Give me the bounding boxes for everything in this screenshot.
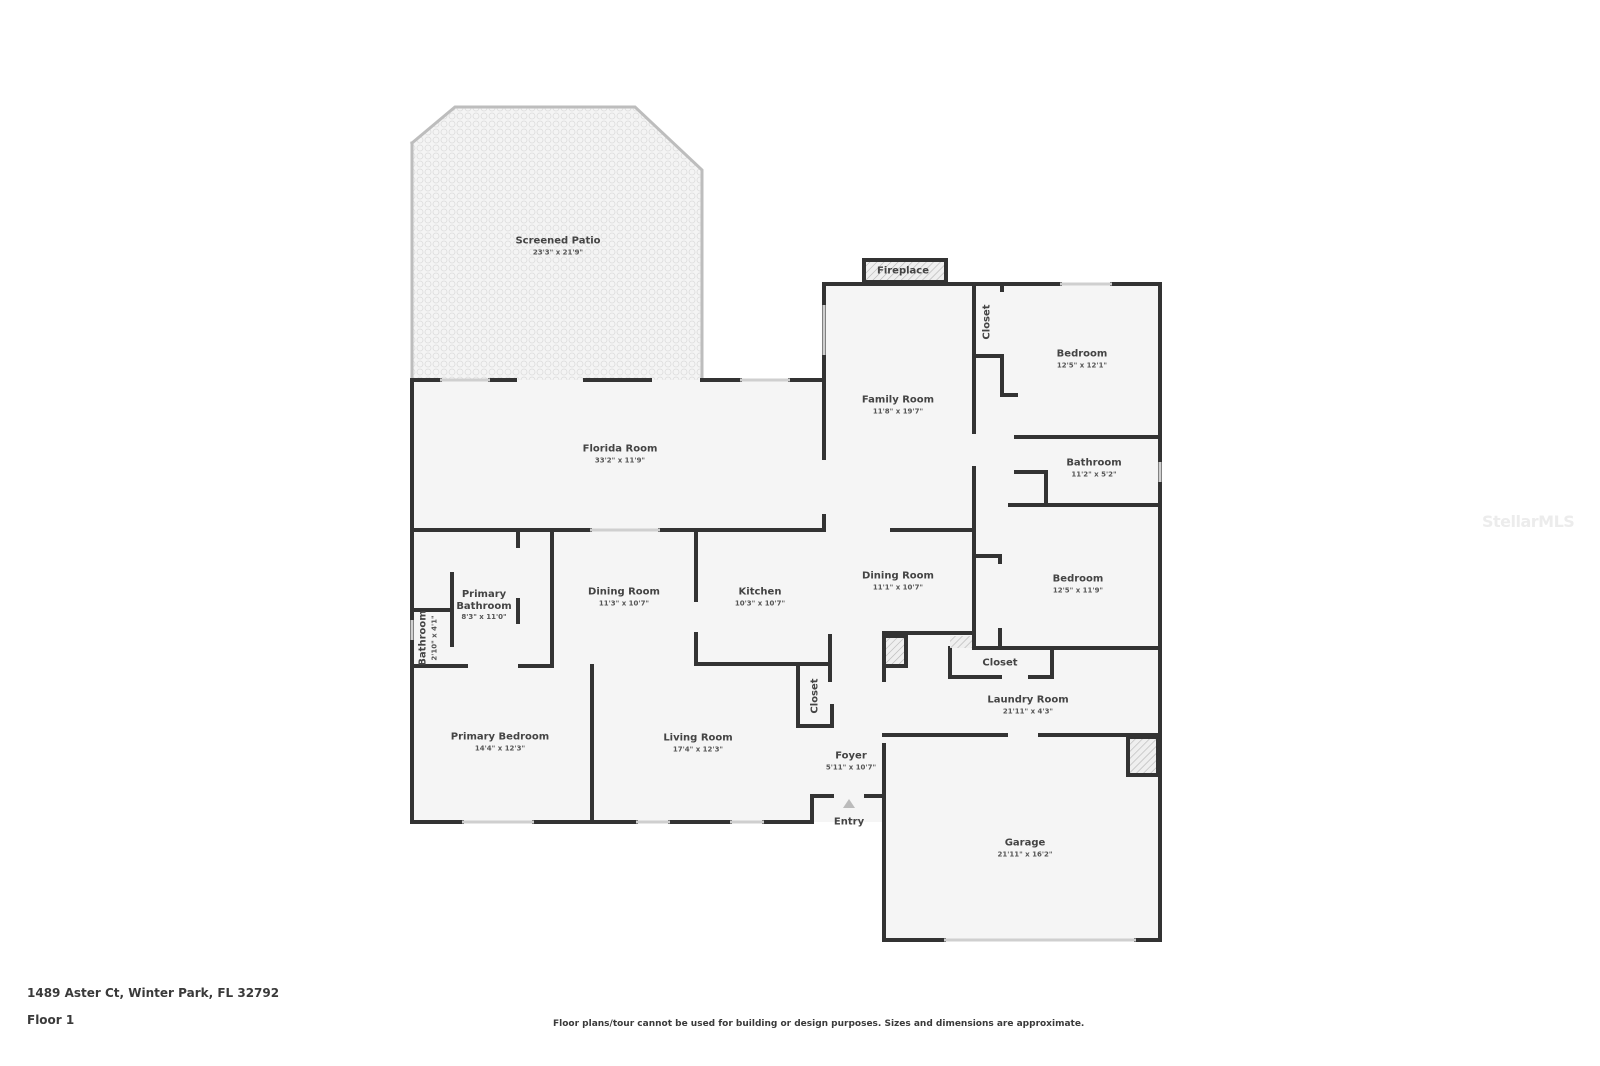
- column-hatch: [950, 636, 972, 648]
- room-primary-bedroom: Primary Bedroom 14'4" x 12'3": [451, 732, 549, 753]
- room-dimensions: 11'2" x 5'2": [1071, 470, 1117, 479]
- room-dimensions: 10'3" x 10'7": [734, 599, 786, 608]
- entry-arrow-icon: [843, 799, 855, 808]
- room-name: Garage: [1004, 837, 1046, 849]
- room-name-line2: Bathroom: [456, 600, 512, 612]
- room-laundry-room: Laundry Room 21'11" x 4'3": [987, 695, 1068, 716]
- room-dimensions: 11'8" x 19'7": [872, 407, 924, 416]
- room-closet-foyer: Closet: [809, 678, 821, 713]
- room-family-room: Family Room 11'8" x 19'7": [862, 395, 934, 416]
- room-dimensions: 14'4" x 12'3": [474, 744, 526, 753]
- hall-floor: [974, 284, 1160, 532]
- room-name: Dining Room: [588, 586, 660, 598]
- room-dining-room-e: Dining Room 11'1" x 10'7": [862, 571, 934, 592]
- middle-floor: [412, 528, 974, 822]
- room-name: Laundry Room: [987, 694, 1069, 706]
- room-closet-laundry: Closet: [982, 657, 1017, 669]
- room-name: Florida Room: [582, 443, 658, 455]
- room-name: Bedroom: [1056, 348, 1108, 360]
- room-name: Fireplace: [876, 265, 930, 277]
- room-fireplace: Fireplace: [877, 265, 929, 277]
- room-dimensions: 5'11" x 10'7": [825, 763, 877, 772]
- room-dimensions: 8'3" x 11'0": [461, 612, 507, 621]
- room-name: Primary Bedroom: [450, 731, 550, 743]
- family-room-floor: [824, 284, 974, 530]
- room-dimensions: 21'11" x 4'3": [1002, 707, 1054, 716]
- room-dimensions: 23'3" x 21'9": [532, 248, 584, 257]
- room-dimensions: 11'1" x 10'7": [872, 583, 924, 592]
- screened-patio-floor: [412, 107, 702, 380]
- water-heater-hatch: [1126, 735, 1160, 777]
- room-name: Closet: [981, 304, 993, 340]
- disclaimer-text: Floor plans/tour cannot be used for buil…: [553, 1019, 1085, 1029]
- room-bedroom-ne: Bedroom 12'5" x 12'1": [1057, 349, 1108, 370]
- room-dimensions: 33'2" x 11'9": [594, 456, 646, 465]
- room-name: Foyer: [835, 750, 867, 762]
- room-dimensions: 17'4" x 12'3": [672, 745, 724, 754]
- room-primary-bathroom: Primary Bathroom 8'3" x 11'0": [456, 589, 511, 621]
- room-name: Bathroom: [417, 610, 429, 666]
- walls: [409, 105, 1162, 942]
- room-kitchen: Kitchen 10'3" x 10'7": [735, 587, 785, 608]
- entry-label: Entry: [833, 816, 865, 828]
- room-dimensions: 2'10" x 4'1": [430, 615, 439, 661]
- room-dimensions: 21'11" x 16'2": [997, 850, 1053, 859]
- room-screened-patio: Screened Patio 23'3" x 21'9": [515, 236, 600, 257]
- room-name: Bathroom: [1066, 457, 1122, 469]
- property-address: 1489 Aster Ct, Winter Park, FL 32792: [27, 986, 280, 1000]
- room-name: Bedroom: [1052, 573, 1104, 585]
- room-name: Kitchen: [738, 586, 782, 598]
- room-name: Closet: [982, 657, 1018, 669]
- room-living-room: Living Room 17'4" x 12'3": [663, 733, 732, 754]
- room-garage: Garage 21'11" x 16'2": [997, 838, 1052, 859]
- room-closet-ne: Closet: [981, 304, 993, 339]
- room-name: Closet: [809, 678, 821, 714]
- floor-label: Floor 1: [27, 1013, 75, 1027]
- room-dimensions: 12'5" x 11'9": [1052, 586, 1104, 595]
- room-bathroom-e: Bathroom 11'2" x 5'2": [1066, 458, 1121, 479]
- room-dining-room-w: Dining Room 11'3" x 10'7": [588, 587, 660, 608]
- room-florida-room: Florida Room 33'2" x 11'9": [583, 444, 658, 465]
- room-foyer: Foyer 5'11" x 10'7": [826, 751, 876, 772]
- room-name: Living Room: [663, 732, 733, 744]
- florida-room-floor: [412, 380, 824, 528]
- room-dimensions: 12'5" x 12'1": [1056, 361, 1108, 370]
- room-name-line1: Primary: [461, 588, 507, 600]
- windows: [410, 282, 1162, 942]
- column-hatch: [882, 634, 908, 668]
- room-dimensions: 11'3" x 10'7": [598, 599, 650, 608]
- room-bedroom-se: Bedroom 12'5" x 11'9": [1053, 574, 1104, 595]
- room-bathroom-small: Bathroom 2'10" x 4'1": [418, 610, 439, 665]
- room-name: Family Room: [861, 394, 935, 406]
- floor-fills: [412, 107, 1160, 940]
- room-name: Screened Patio: [515, 235, 601, 247]
- room-name: Dining Room: [862, 570, 934, 582]
- watermark-logo: StellarMLS: [1482, 512, 1575, 531]
